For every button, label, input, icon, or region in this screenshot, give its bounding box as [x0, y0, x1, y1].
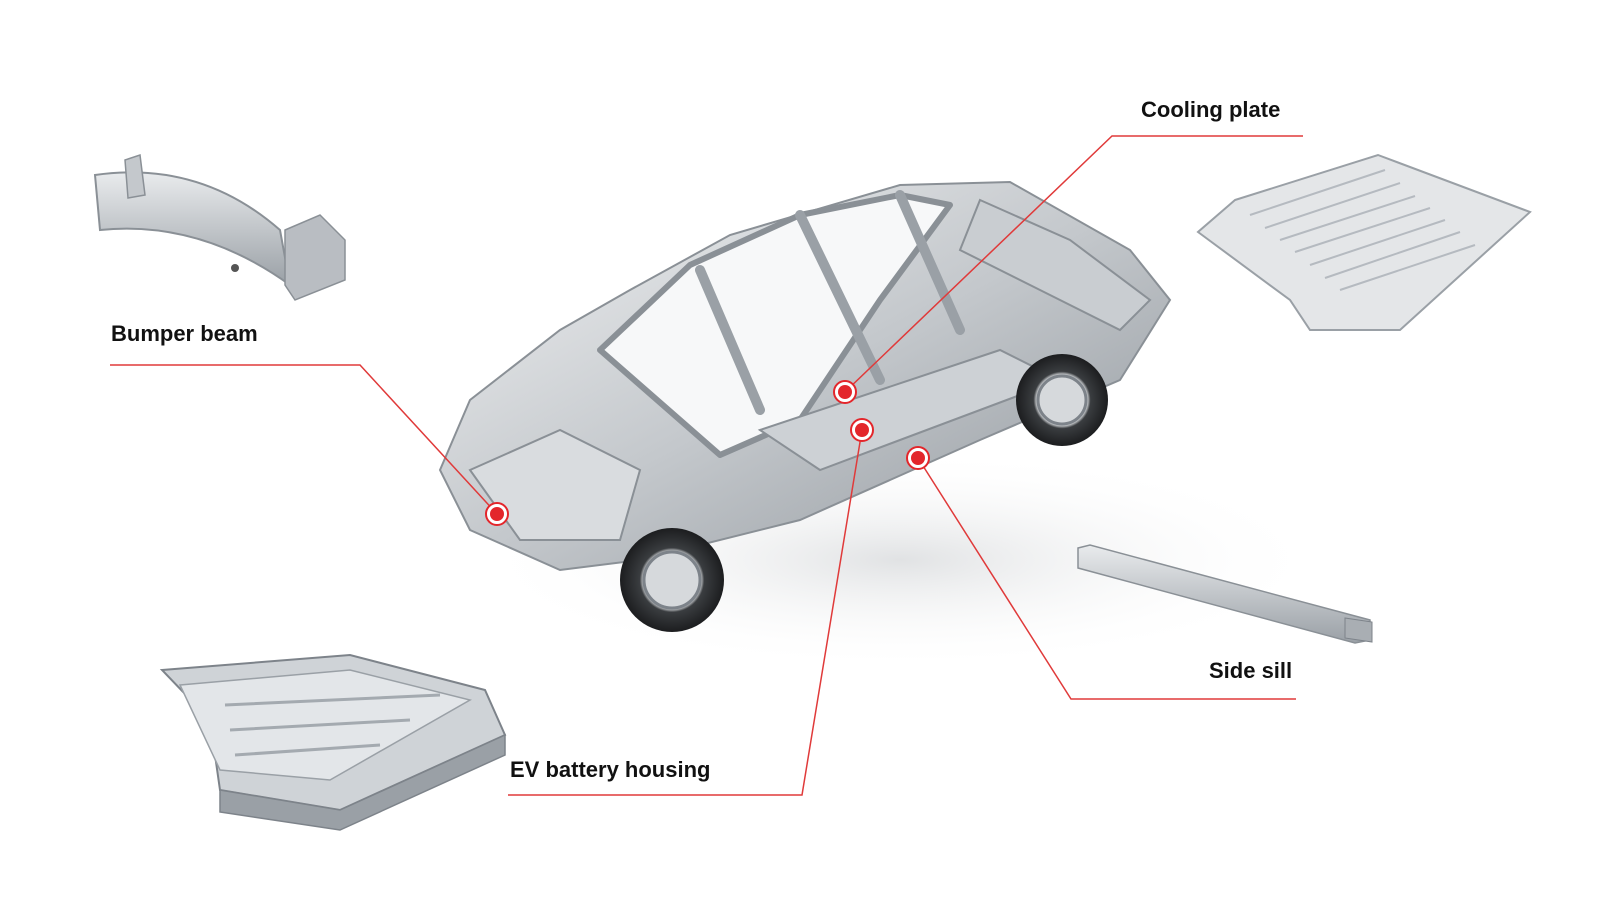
car-front-bay: [468, 428, 642, 541]
callout-line-side-sill: [917, 457, 1296, 700]
ev-battery-housing-image: [159, 653, 507, 831]
callout-lines: [110, 135, 1303, 796]
marker-side-sill[interactable]: [906, 446, 930, 470]
marker-bumper-beam[interactable]: [485, 502, 509, 526]
label-bumper-beam: Bumper beam: [111, 321, 258, 346]
label-cooling-plate: Cooling plate: [1141, 97, 1281, 122]
car-cabin-frame: [597, 192, 953, 458]
car-body-frame: [438, 180, 1330, 670]
cooling-plate-image: [1196, 153, 1532, 331]
marker-cooling-plate[interactable]: [833, 380, 857, 404]
callout-line-cooling-plate: [844, 135, 1303, 393]
marker-ev-battery-housing[interactable]: [850, 418, 874, 442]
car-rear-frame: [958, 198, 1152, 332]
car-pillars: [695, 190, 965, 415]
side-sill-image: [1077, 544, 1373, 644]
callout-line-ev-battery-housing: [508, 429, 863, 796]
bumper-beam-image: [93, 153, 346, 301]
label-ev-battery-housing: EV battery housing: [510, 757, 711, 782]
rear-wheel-rim: [1036, 374, 1088, 426]
callout-line-bumper-beam: [110, 364, 498, 515]
front-wheel-rim: [642, 550, 702, 610]
label-side-sill: Side sill: [1209, 658, 1293, 683]
